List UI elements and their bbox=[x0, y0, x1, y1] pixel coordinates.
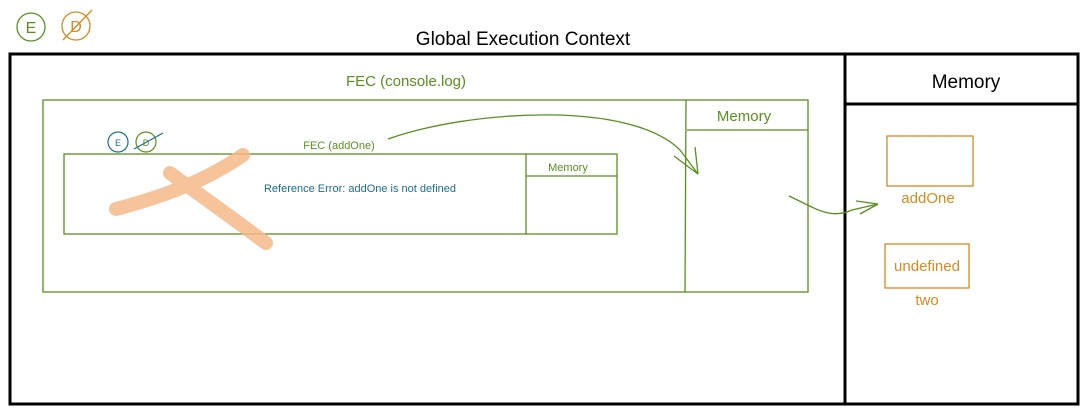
memory-value-box-two bbox=[884, 243, 970, 289]
legend-d-strike bbox=[62, 9, 93, 41]
global-memory-header: Memory bbox=[932, 72, 1001, 93]
memory-value-two: undefined bbox=[894, 258, 960, 275]
fec-console-memory-divider bbox=[684, 99, 687, 293]
fec-console-title: FEC (console.log) bbox=[346, 73, 466, 90]
memory-name-two: two bbox=[915, 292, 938, 309]
fec-addone-d-marker: D bbox=[133, 131, 164, 153]
memory-value-box-addone bbox=[886, 135, 974, 187]
legend-d-letter: D bbox=[70, 19, 82, 36]
fec-addone-e-letter: E bbox=[115, 138, 121, 148]
arrow-console-memory-to-global-memory bbox=[788, 195, 879, 215]
legend-e-marker: E bbox=[16, 12, 46, 42]
arrow-addone-to-console-memory bbox=[387, 114, 699, 175]
fec-console-memory-header: Memory bbox=[717, 108, 772, 125]
fec-addone-d-letter: D bbox=[143, 138, 150, 148]
fec-console-frame bbox=[42, 99, 809, 293]
global-context-frame bbox=[8, 52, 1080, 406]
highlighter-cross bbox=[109, 148, 273, 250]
fec-addone-d-strike bbox=[133, 132, 164, 150]
reference-error-message: Reference Error: addOne is not defined bbox=[264, 183, 456, 195]
fec-addone-frame bbox=[63, 153, 618, 235]
fec-addone-e-marker: E bbox=[107, 131, 129, 153]
fec-addone-memory-header: Memory bbox=[548, 162, 588, 174]
legend-d-marker: D bbox=[61, 9, 93, 41]
legend-e-letter: E bbox=[26, 20, 37, 37]
memory-name-addone: addOne bbox=[901, 190, 954, 207]
global-context-title: Global Execution Context bbox=[416, 29, 631, 50]
fec-addone-title: FEC (addOne) bbox=[303, 140, 375, 152]
